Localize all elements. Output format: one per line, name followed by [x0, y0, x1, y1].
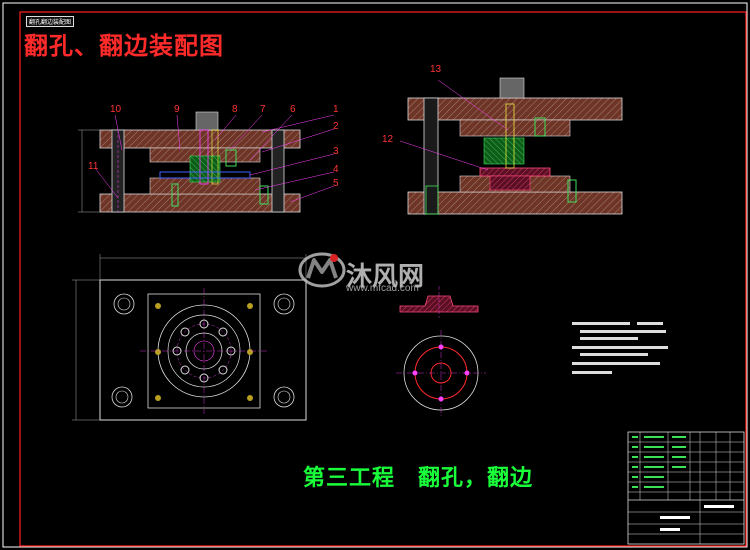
callout-7: 7: [260, 104, 266, 115]
callout-11: 11: [88, 161, 99, 172]
callout-2: 2: [333, 121, 339, 132]
title-block: [627, 431, 745, 545]
watermark-name: 沐风网: [346, 262, 425, 292]
watermark-logo: [298, 252, 346, 288]
callout-4: 4: [333, 164, 339, 175]
drawing-small-label: 翻孔翻边装配图: [26, 16, 75, 27]
callout-9: 9: [174, 104, 180, 115]
inner-border: [19, 11, 747, 547]
process-caption: 第三工程 翻孔，翻边: [303, 465, 534, 491]
callout-12: 12: [382, 134, 394, 145]
drawing-title: 翻孔、翻边装配图: [24, 31, 224, 60]
callout-10: 10: [110, 104, 122, 115]
watermark-url: www.mfcad.com: [346, 283, 419, 294]
callout-13: 13: [430, 64, 442, 75]
callout-1: 1: [333, 104, 339, 115]
part-detail: [396, 286, 486, 416]
plan-view: [72, 254, 307, 421]
tech-notes-block: [572, 322, 668, 374]
callout-5: 5: [333, 178, 339, 189]
callout-8: 8: [232, 104, 238, 115]
callout-6: 6: [290, 104, 296, 115]
front-section-view: [78, 111, 335, 213]
right-section-view: [399, 77, 623, 215]
callout-3: 3: [333, 146, 339, 157]
